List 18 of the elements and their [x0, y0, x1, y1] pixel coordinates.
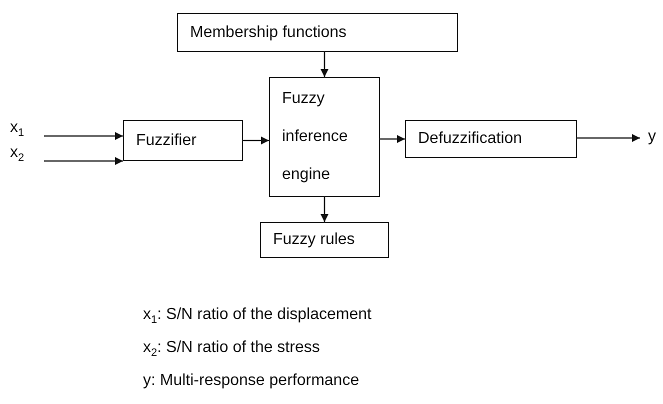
legend-note: x$_{1}$: S/N ratio of the displacement — [143, 306, 372, 326]
output-label: y — [648, 126, 662, 148]
arrow — [380, 135, 405, 143]
arrow — [320, 52, 328, 77]
input-label: x$_{1}$ — [10, 118, 34, 140]
arrow — [44, 132, 123, 140]
arrow — [320, 197, 328, 222]
process-box: Fuzzy inference engine — [269, 77, 380, 197]
arrow — [243, 136, 269, 144]
input-label: x$_{2}$ — [10, 143, 34, 165]
arrow — [44, 157, 123, 165]
process-box: Fuzzifier — [123, 120, 243, 161]
process-box: Fuzzy rules — [260, 222, 389, 258]
process-box: Defuzzification — [405, 120, 577, 158]
legend-note: x$_{2}$: S/N ratio of the stress — [143, 339, 320, 360]
process-box: Membership functions — [177, 13, 458, 52]
legend-note: y: Multi-response performance — [143, 372, 360, 390]
arrow — [577, 134, 640, 142]
